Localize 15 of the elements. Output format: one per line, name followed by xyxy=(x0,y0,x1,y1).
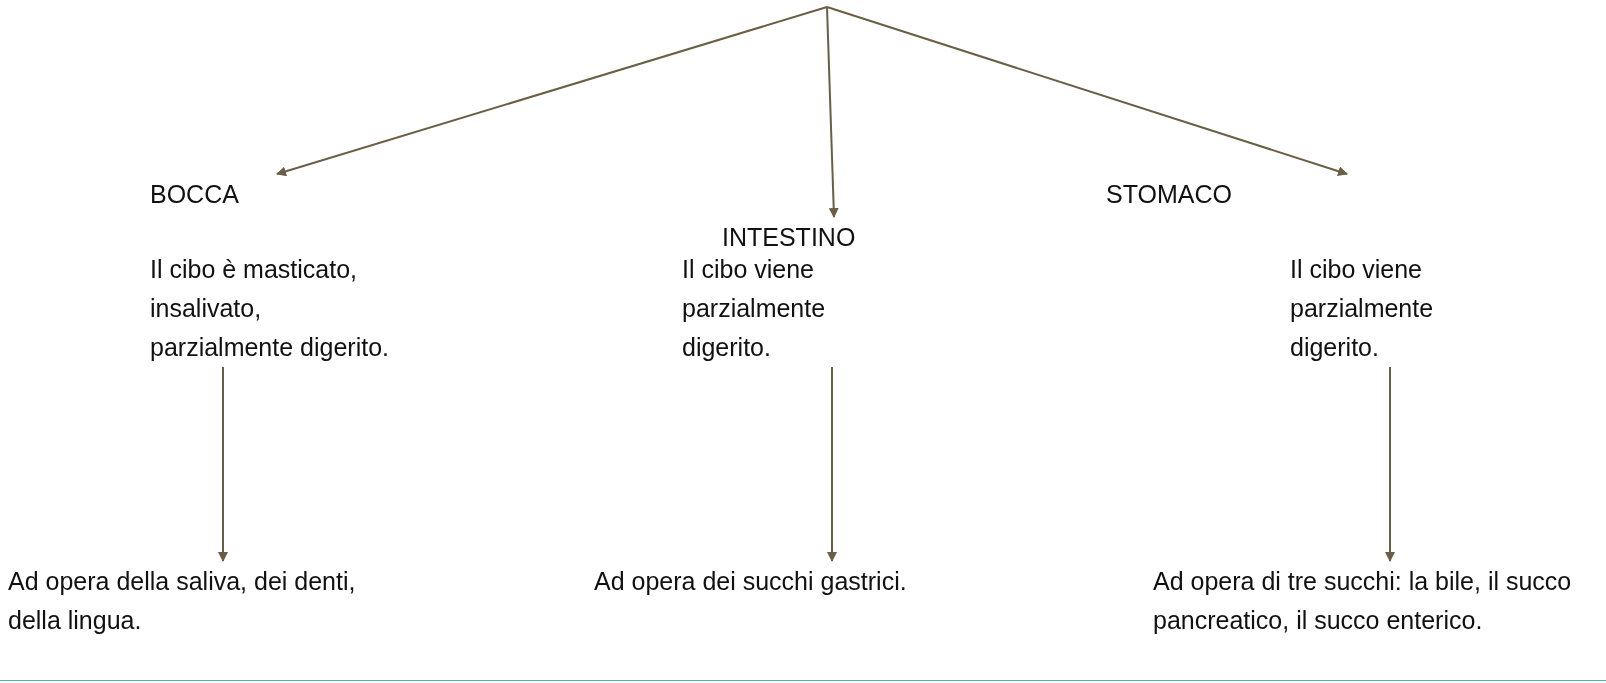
node-text: Il cibo viene parzialmente digerito. xyxy=(682,254,827,363)
node-text: Ad opera della saliva, dei denti, della lingua. xyxy=(8,566,357,636)
arrow xyxy=(826,6,839,218)
arrow xyxy=(276,6,828,177)
node-text: STOMACO xyxy=(1106,179,1232,210)
node-text: BOCCA xyxy=(150,179,239,210)
arrow xyxy=(1385,366,1395,562)
arrow xyxy=(218,366,228,562)
node-text: Ad opera dei succhi gastrici. xyxy=(594,566,907,597)
arrow xyxy=(827,366,837,562)
node-text: Ad opera di tre succhi: la bile, il succo pancreatico, il succo enterico. xyxy=(1153,566,1573,636)
node-text: INTESTINO xyxy=(722,222,856,253)
node-text: Il cibo viene parzialmente digerito. xyxy=(1290,254,1435,363)
arrow xyxy=(826,6,1348,176)
node-text: Il cibo è masticato, insalivato, parzialmente digerito. xyxy=(150,254,390,363)
